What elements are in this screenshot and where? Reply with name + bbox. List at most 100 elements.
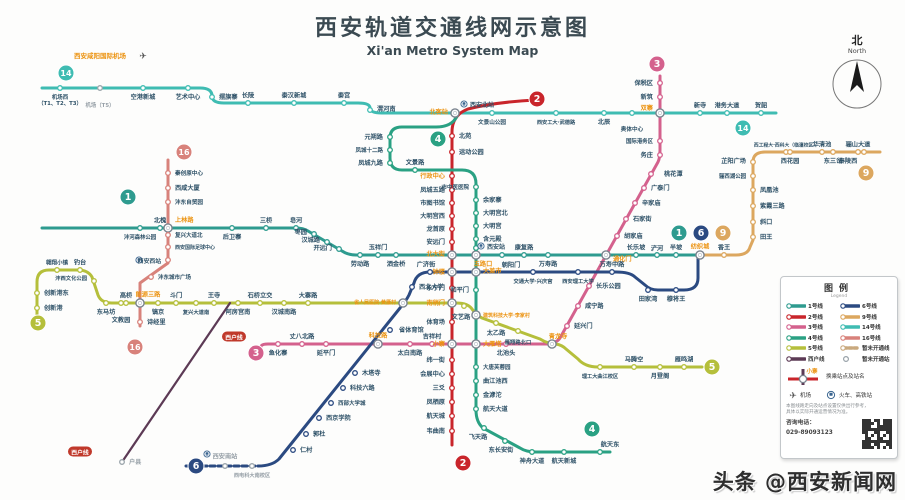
- station-广济街[interactable]: [427, 269, 433, 275]
- station-延平门[interactable]: [323, 341, 329, 347]
- station-骊山大道[interactable]: [855, 149, 861, 155]
- station-月登阁[interactable]: [657, 364, 663, 370]
- station-国际港务区[interactable]: [657, 138, 663, 144]
- station-上林路[interactable]: [163, 223, 173, 233]
- station-沣河森林公园[interactable]: [137, 225, 143, 231]
- station-秦汉新城[interactable]: [291, 100, 297, 106]
- station-后卫寨[interactable]: [229, 225, 235, 231]
- station-大唐芙蓉园[interactable]: [473, 364, 479, 370]
- station-东三岔[interactable]: [830, 149, 836, 155]
- station-雁翔路北口[interactable]: [515, 328, 521, 334]
- station-西北大学[interactable]: [409, 284, 415, 290]
- station-曲江池西[interactable]: [473, 378, 479, 384]
- station-芷阳广场[interactable]: [750, 159, 756, 165]
- station-桃花潭[interactable]: [648, 171, 654, 177]
- station-通化门[interactable]: [601, 250, 611, 260]
- station-摆旗寨[interactable]: [209, 94, 215, 100]
- station-仁村[interactable]: [290, 447, 296, 453]
- station-北槐[interactable]: [157, 225, 163, 231]
- station-永宁门[interactable]: [449, 285, 455, 291]
- station-复兴大道北[interactable]: [165, 232, 171, 238]
- station-大明宫[interactable]: [473, 223, 479, 229]
- station-户县[interactable]: [119, 459, 125, 465]
- station-航天东[interactable]: [597, 449, 603, 455]
- station-北大街[interactable]: [447, 250, 457, 260]
- station-文教园[interactable]: [118, 300, 124, 306]
- station-双寨[interactable]: [655, 108, 665, 118]
- station-大明宫北[interactable]: [473, 210, 479, 216]
- station-沣东城市广场[interactable]: [148, 274, 154, 280]
- station-机场（T5）[interactable]: [97, 85, 103, 91]
- station-航天新城[interactable]: [561, 449, 567, 455]
- station-凤城九路[interactable]: [387, 160, 393, 166]
- station-万寿路[interactable]: [545, 252, 551, 258]
- station-神舟大道[interactable]: [529, 449, 535, 455]
- station-贺韶[interactable]: [758, 110, 764, 116]
- station-汉城路[interactable]: [324, 239, 330, 245]
- station-开远门[interactable]: [336, 246, 342, 252]
- station-秦陵西[interactable]: [861, 149, 867, 155]
- station-韦曲南[interactable]: [449, 428, 455, 434]
- station-大寨路[interactable]: [305, 300, 311, 306]
- station-文景路[interactable]: [412, 167, 418, 173]
- station-北辰[interactable]: [601, 110, 607, 116]
- station-郭杜[interactable]: [303, 431, 309, 437]
- station-建筑科技大学·李家村[interactable]: [471, 310, 481, 320]
- station-交通大学·兴庆宫[interactable]: [530, 269, 536, 275]
- station-石桥立交[interactable]: [257, 300, 263, 306]
- station-大明宫西[interactable]: [449, 213, 455, 219]
- station-南稍门[interactable]: [447, 298, 457, 308]
- station-和平门[interactable]: [473, 287, 479, 293]
- station-新寺[interactable]: [697, 110, 703, 116]
- station-长陵[interactable]: [245, 100, 251, 106]
- station-洒金桥[interactable]: [393, 252, 399, 258]
- station-骊西湖公园[interactable]: [750, 173, 756, 179]
- station-丈八北路[interactable]: [299, 341, 305, 347]
- station-创新港[interactable]: [34, 305, 40, 311]
- station-浐河[interactable]: [654, 252, 660, 258]
- station-文艺路[interactable]: [461, 303, 467, 309]
- station-市中医医院[interactable]: [473, 184, 479, 190]
- station-沣西文化公园[interactable]: [91, 278, 97, 284]
- station-西电科大南校区[interactable]: [249, 463, 255, 469]
- station-三桥[interactable]: [263, 225, 269, 231]
- station-会展中心[interactable]: [449, 371, 455, 377]
- station-诗经里[interactable]: [137, 319, 143, 325]
- station-凤栖原[interactable]: [449, 399, 455, 405]
- station-玉祥门[interactable]: [375, 252, 381, 258]
- station-翱翔小镇[interactable]: [54, 267, 60, 273]
- station-钓台[interactable]: [77, 267, 83, 273]
- station-三爻[interactable]: [449, 385, 455, 391]
- station-文景山公园[interactable]: [489, 110, 495, 116]
- station-长乐公园[interactable]: [586, 283, 592, 289]
- station-五路口[interactable]: [471, 250, 481, 260]
- station-金滹沱[interactable]: [473, 392, 479, 398]
- station-西安理工大学[interactable]: [575, 269, 581, 275]
- station-安远门[interactable]: [449, 239, 455, 245]
- station-劳动路[interactable]: [357, 252, 363, 258]
- station-田王[interactable]: [750, 234, 756, 240]
- station-大差市[interactable]: [471, 267, 481, 277]
- station-纬一街[interactable]: [449, 357, 455, 363]
- station-省体育馆[interactable]: [387, 327, 393, 333]
- station-元朔路[interactable]: [387, 134, 393, 140]
- station-石家街[interactable]: [623, 216, 629, 222]
- station-枣园[interactable]: [311, 231, 317, 237]
- station-市图书馆[interactable]: [449, 200, 455, 206]
- station-大雁塔[interactable]: [471, 339, 481, 349]
- station-西花园[interactable]: [787, 149, 793, 155]
- station-务庄[interactable]: [657, 152, 663, 158]
- station-紫霞三路[interactable]: [750, 203, 756, 209]
- station-长乐坡[interactable]: [633, 252, 639, 258]
- station-万寿中路[interactable]: [609, 269, 615, 275]
- station-飞天路[interactable]: [481, 425, 487, 431]
- station-阿房宫南[interactable]: [235, 300, 241, 306]
- station-镐京[interactable]: [155, 300, 161, 306]
- station-西咸大厦[interactable]: [165, 185, 171, 191]
- station-西京学院[interactable]: [316, 415, 322, 421]
- station-体育场[interactable]: [449, 319, 455, 325]
- station-吉祥村[interactable]: [429, 341, 435, 347]
- station-东长安街[interactable]: [502, 438, 508, 444]
- station-龙首原[interactable]: [449, 226, 455, 232]
- station-凤凰池[interactable]: [750, 187, 756, 193]
